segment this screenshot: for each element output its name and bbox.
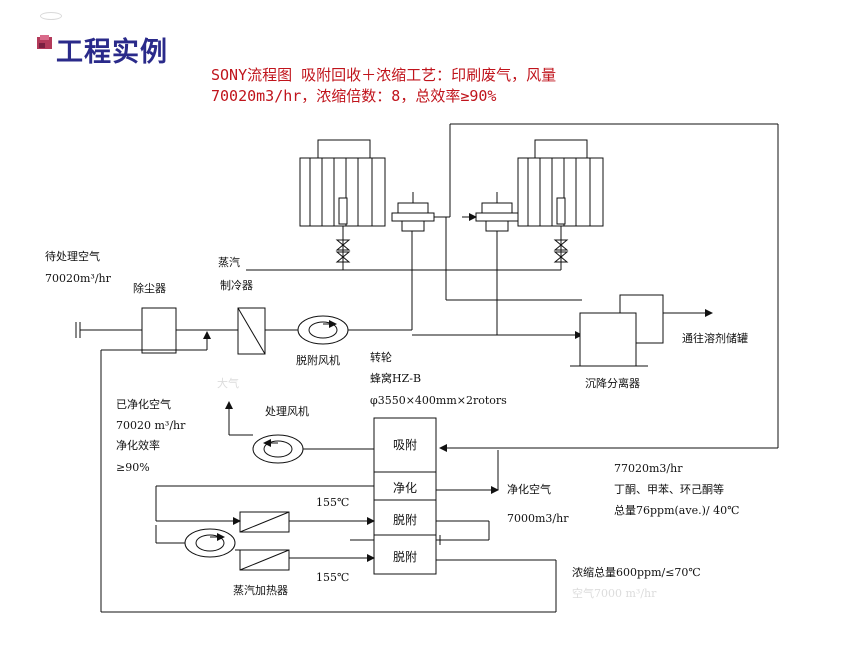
cleaned-flow-label: 70020 m³/hr bbox=[116, 419, 186, 432]
steam-label: 蒸汽 bbox=[218, 256, 240, 269]
temp-label-2: 155℃ bbox=[316, 571, 350, 584]
cleaned-air-label: 已净化空气 bbox=[116, 398, 171, 411]
efficiency-value-label: ≥90% bbox=[116, 461, 150, 474]
rotor-label: 转轮 bbox=[370, 351, 392, 364]
left-condenser-unit bbox=[299, 139, 386, 263]
steam-heater-label: 蒸汽加热器 bbox=[233, 584, 288, 597]
rotor-size-label: φ3550×400mm×2rotors bbox=[370, 394, 507, 407]
chiller-label: 制冷器 bbox=[220, 279, 253, 292]
right-valve-assembly bbox=[462, 192, 519, 255]
concentrate-label: 浓缩总量600ppm/≤70℃ bbox=[572, 566, 701, 579]
left-valve-assembly bbox=[391, 192, 450, 232]
logo-icon bbox=[37, 35, 52, 49]
diagram-subtitle: SONY流程图 吸附回收＋浓缩工艺：印刷废气，风量70020m3/hr，浓缩倍数… bbox=[211, 66, 557, 105]
air-7000-label: 空气7000 m³/hr bbox=[572, 587, 657, 600]
desorb-fan-label: 脱附风机 bbox=[296, 354, 340, 367]
rotor-zone-purify: 净化 bbox=[392, 481, 417, 495]
rotor-zone-desorb-2: 脱附 bbox=[392, 550, 417, 564]
clean-air-label: 净化空气 bbox=[507, 483, 551, 496]
rotor-type-label: 蜂窝HZ-B bbox=[370, 372, 422, 385]
slide-title: 工程实例 bbox=[56, 37, 168, 68]
clean-air-flow-label: 7000m3/hr bbox=[507, 512, 569, 525]
solvents-label: 丁酮、甲苯、环己酮等 bbox=[614, 483, 724, 496]
dust-collector-label: 除尘器 bbox=[133, 282, 166, 295]
temp-label-1: 155℃ bbox=[316, 496, 350, 509]
to-solvent-tank-label: 通往溶剂储罐 bbox=[682, 332, 748, 345]
rotor-zone-desorb-1: 脱附 bbox=[392, 513, 417, 527]
decorative-dot bbox=[40, 12, 62, 20]
right-condenser-unit bbox=[517, 139, 604, 263]
total-amount-label: 总量76ppm(ave.)/ 40℃ bbox=[614, 504, 740, 517]
inlet-air-label: 待处理空气 bbox=[45, 250, 100, 263]
inlet-flow-label: 70020m³/hr bbox=[45, 272, 111, 285]
settling-separator-label: 沉降分离器 bbox=[585, 377, 640, 390]
atmosphere-label: 大气 bbox=[217, 377, 239, 390]
right-flow-label: 77020m3/hr bbox=[614, 462, 683, 475]
process-fan-label: 处理风机 bbox=[265, 405, 309, 418]
rotor-zone-adsorb: 吸附 bbox=[392, 438, 417, 452]
cleaning-efficiency-label: 净化效率 bbox=[116, 439, 160, 452]
